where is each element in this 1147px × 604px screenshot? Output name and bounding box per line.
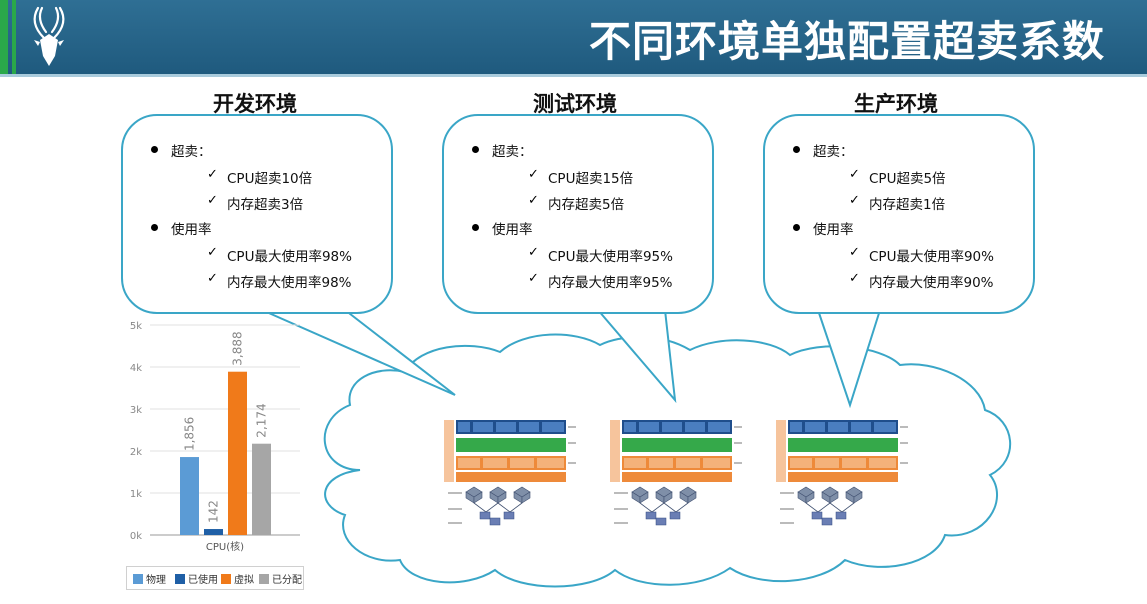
legend-label: 虚拟 [234, 575, 254, 586]
mem-usage: 内存最大使用率95% [548, 275, 673, 291]
usage-label: 使用率 [492, 222, 533, 238]
legend-item: 已使用 [175, 571, 218, 586]
legend-label: 已分配 [272, 575, 302, 586]
env-title-test: 测试环境 [533, 92, 617, 116]
bullet-icon [151, 224, 158, 231]
env-title-prod: 生产环境 [854, 92, 938, 116]
data-label: 1,856 [183, 417, 197, 451]
bullet-icon [793, 224, 800, 231]
mem-usage: 内存最大使用率98% [227, 275, 352, 291]
cpu-oversell: CPU超卖15倍 [548, 171, 634, 187]
y-tick-label: 5k [130, 321, 142, 332]
cpu-usage: CPU最大使用率98% [227, 249, 352, 265]
y-tick-label: 3k [130, 405, 142, 416]
bubble-dev: 超卖： ✓ CPU超卖10倍 ✓ 内存超卖3倍 使用率 ✓ CPU最大使用率98… [121, 114, 393, 314]
bullet-icon [472, 146, 479, 153]
y-tick-label: 0k [130, 531, 142, 542]
checkmark-icon: ✓ [528, 193, 539, 208]
data-label: 2,174 [255, 403, 269, 437]
usage-label: 使用率 [813, 222, 854, 238]
legend-swatch [133, 574, 143, 584]
legend-label: 物理 [146, 575, 166, 586]
checkmark-icon: ✓ [849, 193, 860, 208]
header-accent-stripe [0, 0, 8, 74]
legend-swatch [221, 574, 231, 584]
legend-swatch [259, 574, 269, 584]
header-divider [0, 74, 1147, 77]
bullet-icon [793, 146, 800, 153]
antelope-logo-icon [33, 6, 65, 66]
bar-已分配 [252, 443, 271, 535]
checkmark-icon: ✓ [849, 271, 860, 286]
checkmark-icon: ✓ [207, 167, 218, 182]
checkmark-icon: ✓ [528, 271, 539, 286]
data-label: 3,888 [231, 331, 245, 365]
env-title-dev: 开发环境 [213, 92, 297, 116]
checkmark-icon: ✓ [207, 271, 218, 286]
checkmark-icon: ✓ [207, 193, 218, 208]
y-tick-label: 1k [130, 489, 142, 500]
oversell-label: 超卖： [813, 144, 854, 160]
cpu-usage: CPU最大使用率95% [548, 249, 673, 265]
bubble-prod: 超卖： ✓ CPU超卖5倍 ✓ 内存超卖1倍 使用率 ✓ CPU最大使用率90%… [763, 114, 1035, 314]
page-title: 不同环境单独配置超卖系数 [588, 17, 1105, 66]
data-label: 142 [207, 500, 221, 523]
oversell-label: 超卖： [492, 144, 533, 160]
bubble-test: 超卖： ✓ CPU超卖15倍 ✓ 内存超卖5倍 使用率 ✓ CPU最大使用率95… [442, 114, 714, 314]
mem-oversell: 内存超卖5倍 [548, 197, 625, 213]
x-axis-label: CPU(核) [206, 540, 244, 553]
cpu-oversell: CPU超卖5倍 [869, 171, 946, 187]
header-bar: 不同环境单独配置超卖系数 [0, 0, 1147, 74]
cpu-usage: CPU最大使用率90% [869, 249, 994, 265]
bullet-icon [472, 224, 479, 231]
mem-oversell: 内存超卖3倍 [227, 197, 304, 213]
connector-dev [261, 309, 456, 396]
architecture-diagram [444, 412, 576, 526]
y-tick-label: 4k [130, 363, 142, 374]
legend-swatch [175, 574, 185, 584]
checkmark-icon: ✓ [528, 167, 539, 182]
legend-item: 虚拟 [221, 571, 254, 586]
bar-物理 [180, 457, 199, 535]
oversell-label: 超卖： [171, 144, 212, 160]
bar-虚拟 [228, 371, 247, 535]
bar-已使用 [204, 529, 223, 535]
checkmark-icon: ✓ [207, 245, 218, 260]
chart-legend: 物理 已使用 虚拟 已分配 [126, 566, 304, 590]
mem-usage: 内存最大使用率90% [869, 275, 994, 291]
bullet-icon [151, 146, 158, 153]
cpu-oversell: CPU超卖10倍 [227, 171, 313, 187]
legend-item: 物理 [133, 571, 166, 586]
checkmark-icon: ✓ [849, 167, 860, 182]
usage-label: 使用率 [171, 222, 212, 238]
checkmark-icon: ✓ [849, 245, 860, 260]
connector-test [597, 309, 677, 404]
header-accent-stripe-thin [12, 0, 16, 74]
y-tick-label: 2k [130, 447, 142, 458]
checkmark-icon: ✓ [528, 245, 539, 260]
connector-prod [817, 309, 881, 409]
legend-item: 已分配 [259, 571, 302, 586]
mem-oversell: 内存超卖1倍 [869, 197, 946, 213]
legend-label: 已使用 [188, 575, 218, 586]
